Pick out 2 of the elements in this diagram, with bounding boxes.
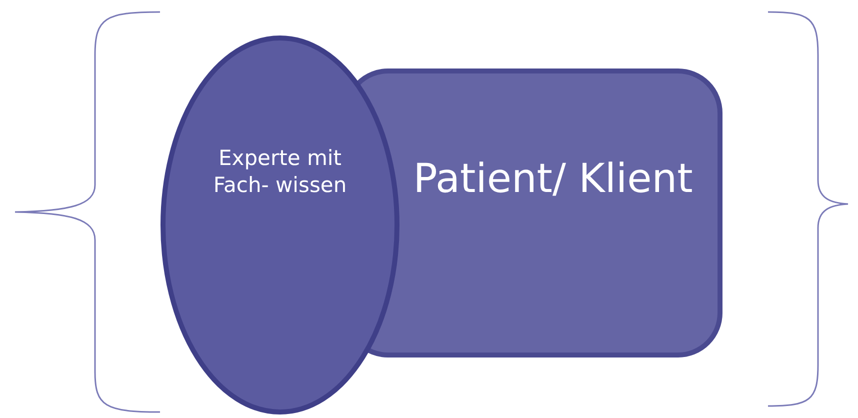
node-label: Patient/ Klient xyxy=(412,155,694,204)
node-label: Experte mit Fach- wissen xyxy=(212,145,348,200)
